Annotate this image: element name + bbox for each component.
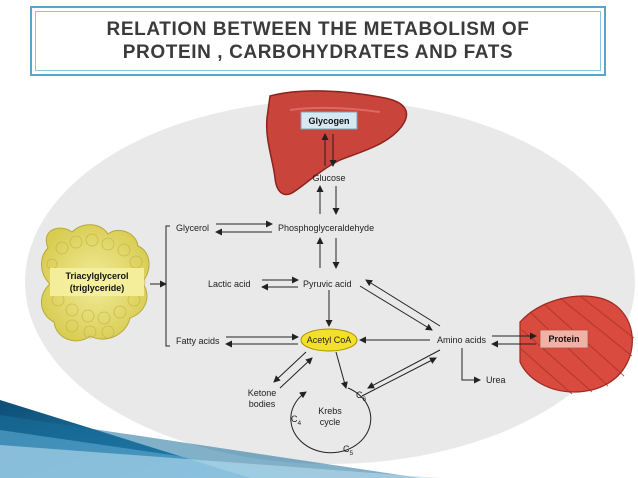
glycogen-label: Glycogen xyxy=(308,116,349,126)
krebs-label: Krebs xyxy=(318,406,342,416)
background-oval xyxy=(25,100,635,464)
protein-label: Protein xyxy=(548,334,579,344)
cycle-label: cycle xyxy=(320,417,341,427)
pathway-arrows xyxy=(215,133,537,397)
triglyceride-label: (triglyceride) xyxy=(70,283,125,293)
pyruvic-acid-label: Pyruvic acid xyxy=(303,279,352,289)
amino-acids-label: Amino acids xyxy=(437,335,487,345)
phosphoglyceraldehyde-label: Phosphoglyceraldehyde xyxy=(278,223,374,233)
bodies-label: bodies xyxy=(249,399,276,409)
urea-label: Urea xyxy=(486,375,506,385)
c4-label: C4 xyxy=(291,414,302,427)
glucose-label: Glucose xyxy=(312,173,345,183)
ketone-label: Ketone xyxy=(248,388,277,398)
fat-tissue-image xyxy=(41,224,150,342)
c6-label: C6 xyxy=(356,390,367,403)
acetyl-coa-highlight xyxy=(300,328,358,352)
lactic-acid-label: Lactic acid xyxy=(208,279,251,289)
title-box: RELATION BETWEEN THE METABOLISM OF PROTE… xyxy=(30,6,606,76)
decorative-stripes xyxy=(0,400,440,478)
fatty-acids-label: Fatty acids xyxy=(176,336,220,346)
c5-label: C5 xyxy=(343,444,354,457)
krebs-cycle-loop xyxy=(290,387,372,454)
muscle-image xyxy=(519,295,635,395)
triacylglycerol-label: Triacylglycerol xyxy=(65,271,128,281)
liver-image xyxy=(265,90,408,196)
glycerol-label: Glycerol xyxy=(176,223,209,233)
acetyl-coa-label: Acetyl CoA xyxy=(307,335,352,345)
